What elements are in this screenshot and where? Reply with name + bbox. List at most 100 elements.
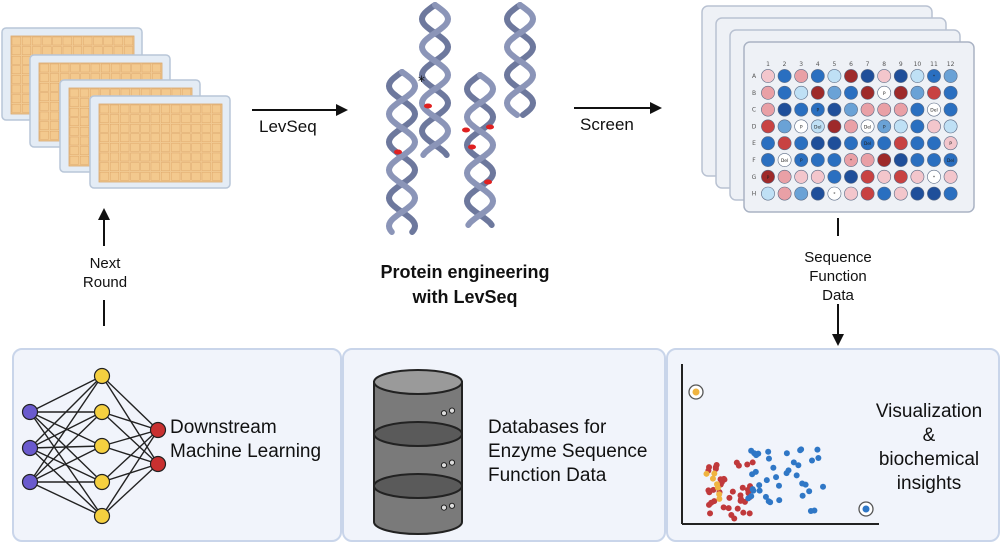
scatter-point-blue — [783, 450, 790, 457]
screen-well — [810, 153, 825, 167]
tan-well — [110, 133, 120, 142]
screen-well — [827, 69, 842, 83]
plate-column-label: 2 — [783, 61, 787, 68]
screen-well — [794, 85, 809, 100]
tan-well — [11, 56, 21, 65]
scatter-point-red — [706, 464, 713, 471]
screen-well — [810, 102, 825, 117]
db-segment-body — [373, 485, 463, 535]
tan-well — [99, 152, 109, 162]
tan-well — [110, 114, 120, 123]
tan-well — [150, 143, 160, 152]
tan-well — [211, 152, 221, 162]
tan-well — [171, 152, 181, 162]
dna-strand-back — [463, 72, 497, 228]
plate-row-label: E — [752, 140, 756, 147]
tan-well — [181, 104, 191, 114]
plate-row-label: F — [752, 157, 756, 164]
nn-hidden-node — [93, 403, 111, 421]
plate-column-label: 10 — [914, 61, 922, 68]
tan-well — [69, 146, 79, 155]
scatter-point-red — [733, 459, 740, 466]
dna-strand-back — [418, 2, 452, 158]
tan-well — [11, 65, 21, 74]
screen-well — [877, 69, 892, 83]
dna-helix-right-mid — [463, 72, 497, 228]
screen-well — [827, 102, 842, 117]
tan-well — [93, 36, 103, 46]
scatter-point-red — [718, 479, 725, 486]
tan-well — [120, 152, 130, 162]
next-round-arrow — [98, 208, 110, 326]
tan-well — [211, 171, 221, 181]
tan-well — [201, 152, 211, 162]
scatter-point-blue — [799, 492, 806, 499]
tan-well — [181, 133, 191, 142]
tan-plate — [89, 95, 231, 189]
well-tag: * — [933, 74, 936, 80]
plate-column-label: 11 — [930, 61, 938, 68]
nn-hidden-node — [93, 507, 111, 525]
tan-well — [121, 63, 131, 73]
screen-well — [860, 102, 875, 117]
neural-network-graphic — [21, 367, 167, 525]
front-plate-frame — [743, 41, 975, 213]
screen-well — [827, 186, 842, 201]
center-title: Protein engineering with LevSeq — [360, 260, 570, 310]
scatter-point-blue — [756, 482, 763, 489]
seq-data-arrow — [832, 218, 844, 346]
seq-label-line-2: Function — [809, 268, 867, 285]
viz-panel-text: Visualization & biochemical insights — [864, 400, 994, 496]
viz-text-line-1: Visualization — [875, 401, 983, 422]
scatter-point-blue — [795, 462, 802, 469]
screen-well — [943, 85, 958, 100]
next-round-line-2: Round — [82, 274, 128, 291]
tan-well — [52, 36, 62, 46]
db-segment-top — [373, 473, 463, 499]
tan-well — [120, 133, 130, 142]
tan-well — [80, 98, 90, 107]
well-tag: Del — [947, 158, 954, 164]
screen-well — [777, 119, 792, 134]
tan-well — [69, 155, 79, 165]
tan-well — [99, 133, 109, 142]
tan-well — [211, 143, 221, 152]
tan-well — [211, 104, 221, 114]
tan-well — [80, 136, 90, 146]
screen-well — [877, 85, 892, 100]
tan-well — [50, 121, 60, 130]
screen-well — [761, 136, 775, 151]
nn-edge — [101, 411, 159, 431]
tan-well — [140, 124, 150, 133]
tan-well — [171, 162, 181, 171]
plate-column-label: 3 — [799, 61, 803, 68]
screen-well — [827, 153, 842, 167]
scatter-point-red — [744, 461, 751, 468]
screen-well — [927, 136, 941, 151]
scatter-point-red — [710, 486, 717, 493]
plate-column-label: 8 — [882, 61, 886, 68]
screen-well — [910, 102, 925, 117]
tan-well — [69, 108, 79, 117]
tan-well — [140, 143, 150, 152]
scatter-point-orange — [709, 475, 716, 482]
tan-well — [32, 46, 42, 55]
screen-well — [810, 69, 825, 83]
screen-well — [794, 186, 809, 201]
screen-well — [761, 169, 775, 184]
screen-well — [910, 153, 925, 167]
tan-well — [181, 124, 191, 133]
tan-well — [69, 88, 79, 98]
tan-well — [50, 111, 60, 121]
tan-well — [181, 162, 191, 171]
screen-well — [893, 136, 908, 151]
screen-well — [943, 186, 958, 201]
screen-well — [893, 186, 908, 201]
tan-well — [110, 152, 120, 162]
nn-edge — [101, 429, 159, 483]
screen-well — [777, 153, 792, 167]
db-text-line-3: Function Data — [488, 465, 607, 486]
well-tag: Del — [781, 158, 788, 164]
scatter-outlier-point — [862, 505, 870, 513]
